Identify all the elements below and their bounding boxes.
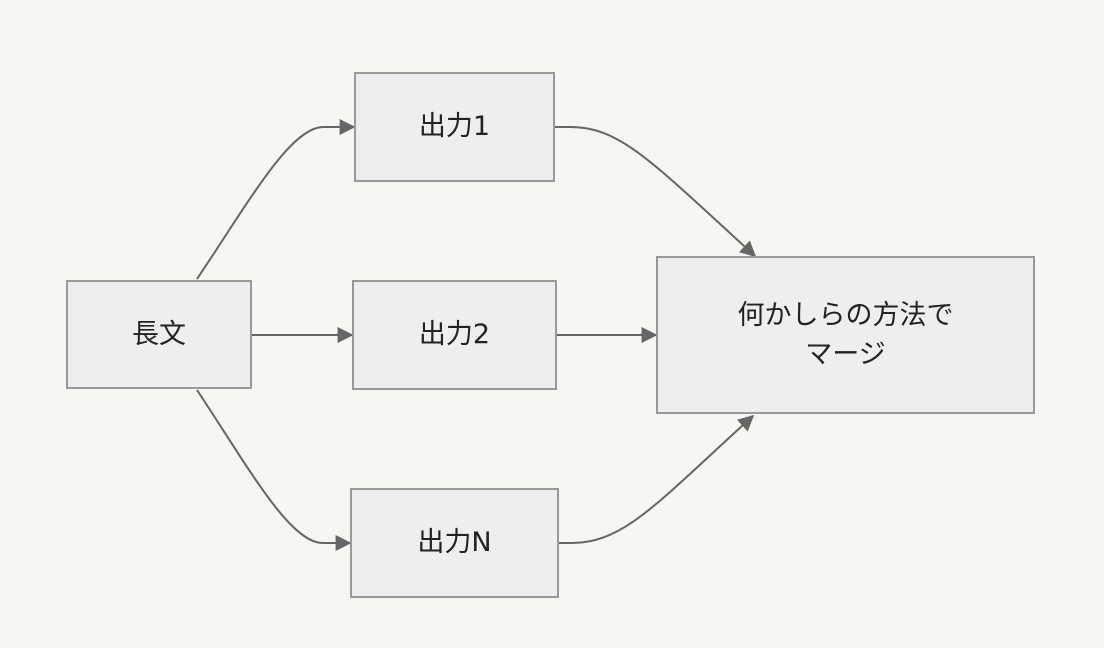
node-long-text: 長文	[66, 280, 252, 389]
node-output-n: 出力N	[350, 488, 559, 598]
node-merge: 何かしらの方法で マージ	[656, 256, 1035, 414]
node-output-1-label: 出力1	[418, 111, 491, 143]
node-output-n-label: 出力N	[417, 527, 492, 559]
node-output-2-label: 出力2	[418, 319, 491, 351]
edge-output-n-to-merge	[559, 414, 755, 544]
node-long-text-label: 長文	[132, 318, 186, 350]
edge-long-text-to-output-n	[196, 389, 352, 551]
node-merge-label: 何かしらの方法で マージ	[737, 299, 954, 370]
node-output-1: 出力1	[354, 72, 555, 182]
edge-output-1-to-merge	[555, 126, 757, 258]
node-output-2: 出力2	[352, 280, 557, 390]
edge-long-text-to-output-1	[196, 119, 356, 280]
